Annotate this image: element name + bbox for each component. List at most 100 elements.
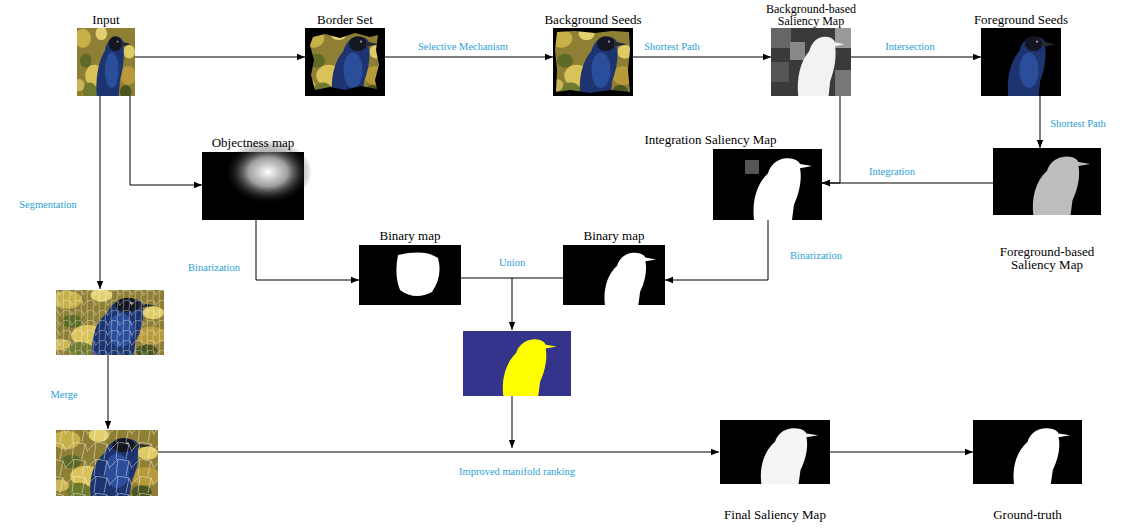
edge-label: Binarization <box>788 250 844 262</box>
edge-label: Integration <box>867 166 917 178</box>
saliency-map <box>771 28 851 96</box>
image-panel: Foreground-based Saliency Map <box>993 148 1101 215</box>
flow-arrow <box>830 452 973 453</box>
flow-arrow <box>130 96 202 185</box>
image-heading: Integration Saliency Map <box>611 133 811 146</box>
flow-arrow <box>851 57 981 58</box>
heading-text: Binary map <box>559 229 669 242</box>
saliency-map <box>720 420 830 484</box>
image-panel: Objectness map <box>202 152 304 220</box>
image-panel: Background-based Saliency Map <box>771 28 851 96</box>
flow-arrow <box>256 220 359 280</box>
image-heading: Foreground Seeds <box>956 13 1086 26</box>
flow-arrow <box>822 183 993 184</box>
flow-label: Segmentation <box>17 199 79 211</box>
illustration-part <box>604 253 655 305</box>
illustration-part <box>1014 428 1071 484</box>
illustration-part <box>512 396 513 448</box>
illustration-part <box>798 37 845 96</box>
edge-label: Selective Mechanism <box>416 41 510 53</box>
image-heading: Final Saliency Map <box>700 508 850 521</box>
image-heading: Background Seeds <box>528 13 658 26</box>
border-mask <box>305 28 385 96</box>
border-set-photo <box>301 27 387 99</box>
image-heading: Foreground-based Saliency Map <box>982 245 1112 271</box>
illustration-part <box>56 290 164 355</box>
heading-text: Foreground-based Saliency Map <box>982 245 1112 271</box>
input-photo <box>74 27 136 99</box>
segmentation-photo <box>51 289 167 358</box>
illustration-part <box>396 253 439 296</box>
heading-text: Final Saliency Map <box>700 508 850 521</box>
image-heading: Binary map <box>355 229 465 242</box>
image-panel: Input <box>77 28 135 96</box>
image-heading: Input <box>66 13 146 26</box>
flow-arrows <box>100 96 719 452</box>
binary-map <box>563 245 665 305</box>
heading-text: Background-based Saliency Map <box>756 3 866 27</box>
image-panel: Final Saliency Map <box>720 420 830 484</box>
illustration-part <box>503 339 557 396</box>
heading-text: Integration Saliency Map <box>611 133 811 146</box>
image-heading: Background-based Saliency Map <box>756 3 866 27</box>
illustration-part <box>158 452 719 453</box>
illustration-part <box>56 430 158 496</box>
illustration-part <box>100 96 101 289</box>
image-panel: Binary map <box>359 245 461 305</box>
background-seeds-photo <box>549 27 635 99</box>
heading-text: Binary map <box>355 229 465 242</box>
heading-text: Objectness map <box>188 136 318 149</box>
illustration-part <box>790 42 805 60</box>
flow-arrow <box>665 220 768 280</box>
image-panel: Border Set <box>305 28 385 96</box>
flow-arrow <box>1040 96 1041 148</box>
heading-text: Border Set <box>290 13 400 26</box>
illustration-part <box>745 160 759 174</box>
edge-label: Shortest Path <box>1048 118 1108 130</box>
illustration-part <box>835 70 851 96</box>
foreground-seeds-map <box>981 28 1061 96</box>
union-map <box>463 331 571 396</box>
image-heading: Binary map <box>559 229 669 242</box>
illustration-part <box>1008 36 1055 96</box>
image-heading: Objectness map <box>188 136 318 149</box>
heading-text: Background Seeds <box>528 13 658 26</box>
image-panel: Ground-truth <box>973 420 1082 484</box>
illustration-part <box>754 158 812 220</box>
illustration-part <box>771 28 791 48</box>
image-panel: Integration Saliency Map <box>713 149 822 220</box>
illustration-part <box>771 62 789 82</box>
heading-text: Foreground Seeds <box>956 13 1086 26</box>
flow-label: Merge <box>48 389 79 401</box>
illustration-part <box>512 278 513 330</box>
flow-label: Improved manifold ranking <box>457 466 577 478</box>
edge-label: Shortest Path <box>642 41 702 53</box>
heading-text: Input <box>66 13 146 26</box>
ground-truth-map <box>973 420 1082 484</box>
seed-mask <box>553 28 633 96</box>
image-heading: Ground-truth <box>963 508 1093 521</box>
flow-arrow <box>822 96 840 183</box>
heading-text: Ground-truth <box>963 508 1093 521</box>
flow-arrow <box>385 57 553 58</box>
illustration-part <box>1033 157 1090 215</box>
edge-label: Intersection <box>883 41 937 53</box>
illustration-part <box>108 355 109 429</box>
illustration-part <box>224 140 312 204</box>
edge-label: Binarization <box>186 262 242 274</box>
flow-arrow <box>633 57 771 58</box>
image-panel: Background Seeds <box>553 28 633 96</box>
flow-arrow <box>135 57 305 58</box>
saliency-map <box>713 149 822 220</box>
image-panel: Foreground Seeds <box>981 28 1061 96</box>
merged-photo <box>51 429 160 499</box>
binary-map <box>359 245 461 305</box>
flow-label: Union <box>497 257 527 269</box>
saliency-map <box>993 148 1101 215</box>
illustration-part <box>761 428 818 484</box>
image-heading: Border Set <box>290 13 400 26</box>
